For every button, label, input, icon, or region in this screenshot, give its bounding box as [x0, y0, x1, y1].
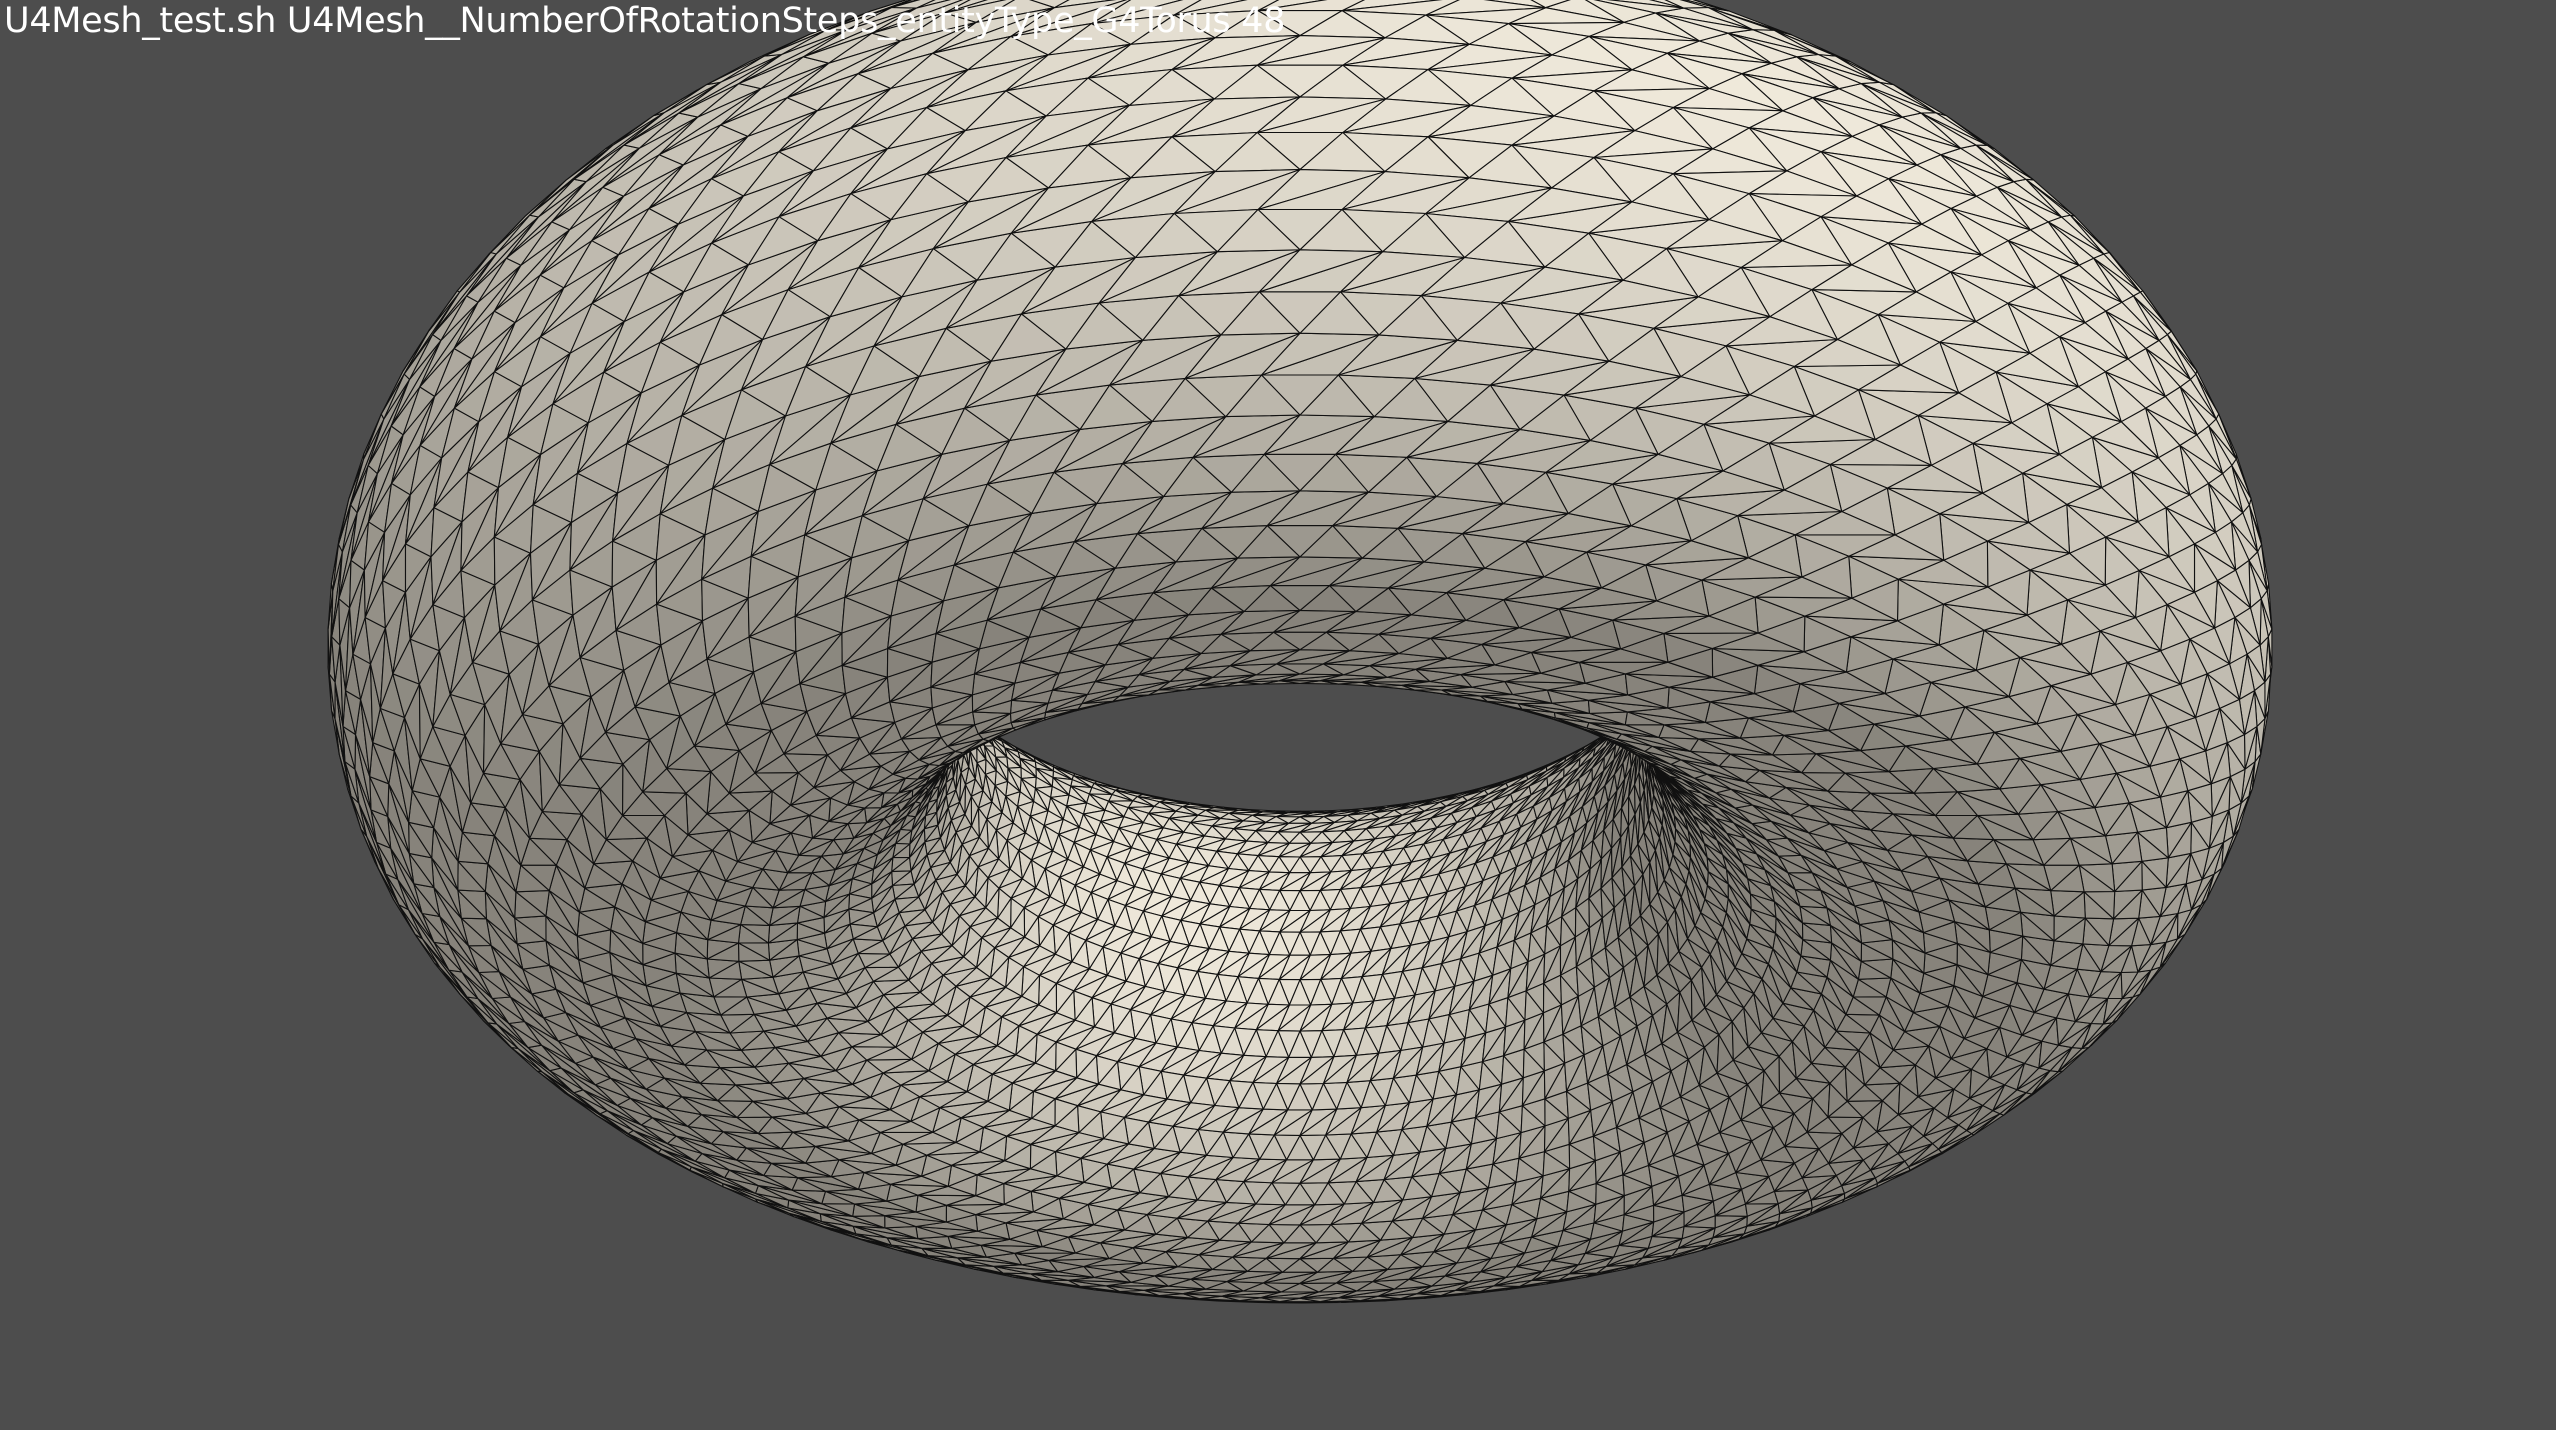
- torus-surface: [327, 0, 2273, 1304]
